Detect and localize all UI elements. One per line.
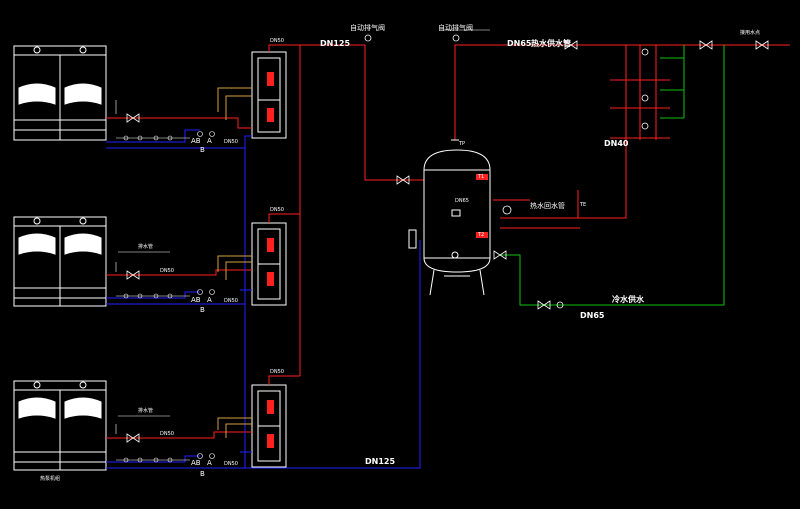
label-air-valve-2: 自动排气阀 — [438, 23, 473, 32]
heat-pump-unit-2 — [13, 216, 107, 307]
label-b-3: B — [200, 470, 205, 478]
label-unit-note-2: 排水管 — [138, 243, 153, 250]
label-top-right-note: 接用水点 — [740, 29, 760, 36]
label-t1: T1 — [477, 174, 484, 180]
heat-pump-unit-3 — [13, 380, 107, 471]
label-dn50-8: DN50 — [224, 461, 238, 467]
label-unit-note-bottom: 热泵机组 — [40, 475, 60, 482]
label-ab-3: AB — [191, 459, 201, 467]
exchanger-1 — [251, 51, 287, 139]
label-a-2: A — [207, 296, 212, 304]
label-ab-1: AB — [191, 137, 201, 145]
label-hot-supply-pipe: 热水供水管 — [531, 38, 571, 48]
storage-tank — [408, 139, 491, 296]
return-pipes — [106, 129, 421, 469]
label-b-1: B — [200, 146, 205, 154]
label-ab-2: AB — [191, 296, 201, 304]
label-dn50-4: DN50 — [160, 268, 174, 274]
label-a-1: A — [207, 137, 212, 145]
label-dn40: DN40 — [604, 139, 629, 148]
label-dn50-7: DN50 — [224, 298, 238, 304]
label-tank-tp: TP — [458, 141, 465, 147]
heat-pump-unit-1 — [13, 45, 107, 141]
label-main-supply-dn125: DN125 — [320, 39, 350, 48]
label-t2: T2 — [477, 232, 484, 238]
label-tank-dn: DN65 — [455, 198, 469, 204]
label-unit-note-3: 排水管 — [138, 407, 153, 414]
exchanger-3 — [251, 384, 287, 468]
label-cold-supply: 冷水供水 — [612, 294, 645, 304]
label-main-return-dn125: DN125 — [365, 457, 395, 466]
label-dn50-1: DN50 — [270, 38, 284, 44]
label-dn50-2: DN50 — [270, 207, 284, 213]
exchanger-2 — [251, 222, 287, 306]
label-circ-pump: 热水回水管 — [530, 201, 565, 210]
aux-lines — [217, 87, 252, 438]
cold-water-pipes — [500, 45, 725, 306]
label-dn50-6: DN50 — [224, 139, 238, 145]
label-air-valve-1: 自动排气阀 — [350, 23, 385, 32]
label-dn50-5: DN50 — [160, 431, 174, 437]
valve-row-1 — [115, 100, 215, 141]
valve-row-3 — [115, 415, 215, 463]
label-te: TE — [579, 202, 586, 208]
label-a-3: A — [207, 459, 212, 467]
label-dn50-3: DN50 — [270, 369, 284, 375]
valve-row-2 — [115, 251, 215, 299]
valves — [126, 34, 769, 443]
hot-supply-pipes — [106, 44, 790, 439]
label-hot-supply-dn65: DN65 — [507, 39, 532, 48]
label-b-2: B — [200, 306, 205, 314]
valve-rows — [115, 29, 490, 463]
label-cold-dn65: DN65 — [580, 311, 605, 320]
